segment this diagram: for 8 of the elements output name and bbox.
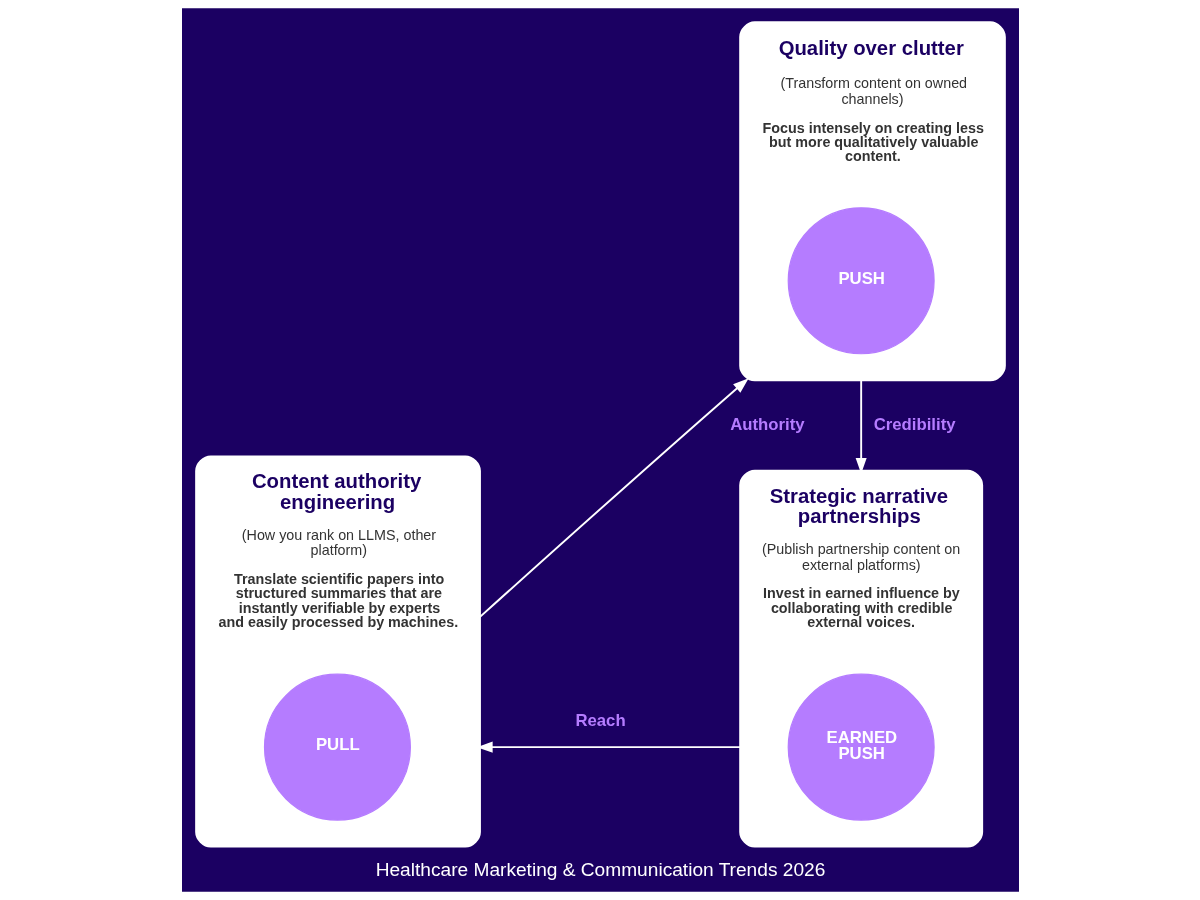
- node-circle: EARNED PUSH: [787, 673, 935, 821]
- edge-label: Credibility: [873, 414, 956, 434]
- arrow: [478, 378, 749, 619]
- node-circle: PULL: [263, 673, 411, 821]
- caption: Healthcare Marketing & Communication Trends 2026: [375, 859, 825, 881]
- edge-label: Authority: [729, 414, 805, 434]
- edge-label: Reach: [574, 711, 626, 731]
- node-circle: PUSH: [787, 207, 935, 355]
